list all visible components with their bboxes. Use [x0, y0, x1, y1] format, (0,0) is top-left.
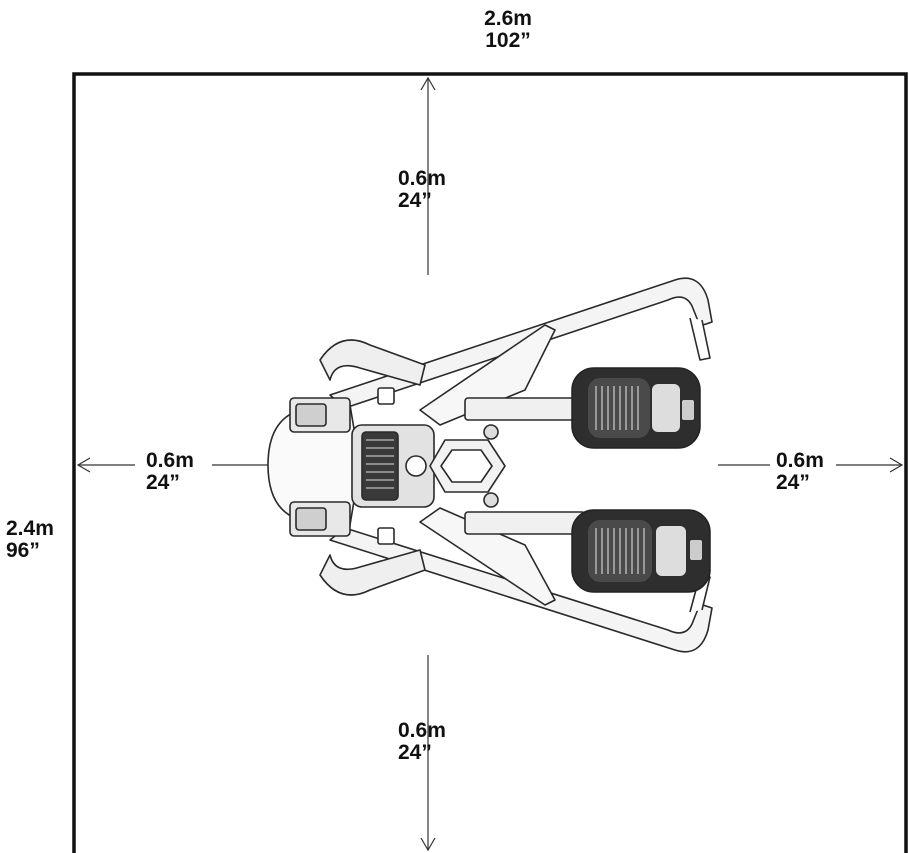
clearance-right-label: 0.6m 24”: [776, 450, 824, 494]
clearance-top-metric: 0.6m: [398, 167, 446, 190]
clearance-left-imperial: 24”: [146, 471, 180, 494]
elliptical-machine-top-view: [267, 277, 713, 653]
clearance-top-imperial: 24”: [398, 189, 432, 212]
clearance-bottom-label: 0.6m 24”: [398, 720, 446, 764]
clearance-bottom-metric: 0.6m: [398, 719, 446, 742]
overall-depth-label: 2.4m 96”: [6, 518, 54, 562]
overall-width-metric: 2.6m: [484, 7, 532, 30]
upper-pedal: [571, 367, 701, 449]
dimension-lines: [76, 76, 904, 852]
clearance-right-imperial: 24”: [776, 471, 810, 494]
clearance-left-label: 0.6m 24”: [146, 450, 194, 494]
clearance-left-metric: 0.6m: [146, 449, 194, 472]
overall-width-label: 2.6m 102”: [470, 8, 546, 52]
overall-depth-imperial: 96”: [6, 539, 40, 562]
clearance-bottom-imperial: 24”: [398, 741, 432, 764]
overall-width-imperial: 102”: [485, 29, 531, 52]
room-boundary: [72, 72, 908, 853]
clearance-right-metric: 0.6m: [776, 449, 824, 472]
lower-pedal: [571, 509, 711, 593]
overall-depth-metric: 2.4m: [6, 517, 54, 540]
clearance-top-label: 0.6m 24”: [398, 168, 446, 212]
